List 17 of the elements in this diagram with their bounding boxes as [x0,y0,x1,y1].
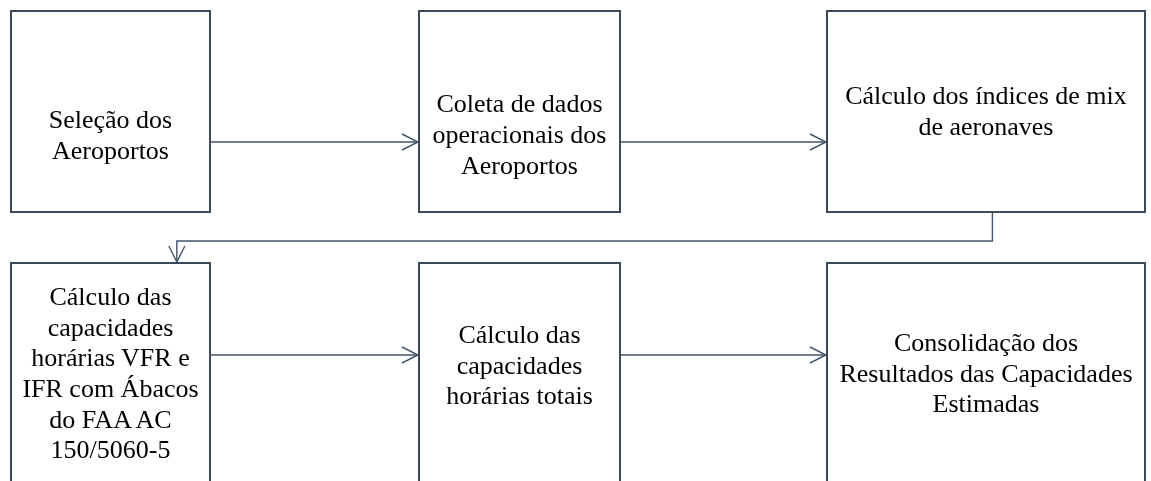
process-box [826,262,1146,481]
arrow [168,212,994,263]
process-box [418,262,621,481]
arrow [210,346,419,364]
step-label: Cálculo das capacidades horárias VFR e IFR com Ábacos do FAA AC 150/5060-5 [21,282,200,466]
arrow [620,346,827,364]
arrow [620,133,827,151]
step-label: Seleção dos Aeroportos [47,104,174,167]
arrow [210,133,419,151]
step-label: Consolidação dos Resultados das Capacidades Estimadas [838,328,1134,420]
step-label: Cálculo dos índices de mix de aeronaves [844,80,1128,143]
process-box [10,262,211,481]
step-label: Cálculo das capacidades horárias totais [445,320,594,412]
process-box [418,10,621,213]
step-label: Coleta de dados operacionais dos Aeroportos [431,89,608,182]
process-box [826,10,1146,213]
process-box [10,10,211,213]
